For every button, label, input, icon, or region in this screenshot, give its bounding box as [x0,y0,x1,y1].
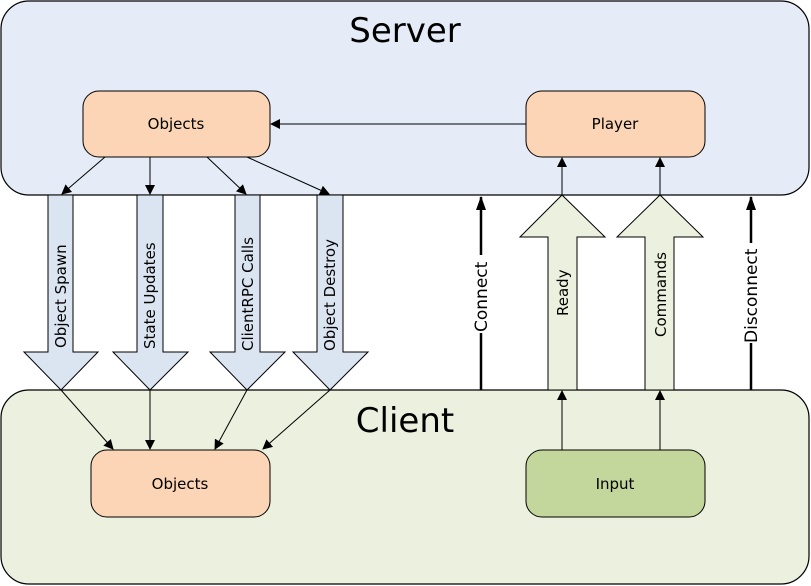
client-region [0,389,810,585]
client-objects-node [90,449,271,518]
server-fanout-connectors [61,156,330,195]
commands-label: Commands [652,252,670,337]
up-connectors [557,157,665,450]
ready-arrow [518,194,607,391]
ready-label: Ready [554,269,572,316]
connect-label: Connect [472,261,492,332]
object-destroy-arrow [291,194,370,391]
commands-arrow [615,194,705,391]
client-title: Client [356,401,454,441]
server-objects-label: Objects [148,115,205,133]
state-updates-label: State Updates [141,242,159,349]
clientrpc-calls-label: ClientRPC Calls [239,237,257,351]
state-updates-arrow [111,194,190,391]
down-arrows [22,194,370,391]
object-destroy-label: Object Destroy [321,239,339,351]
up-arrows [518,194,705,391]
input-label: Input [596,475,635,493]
object-spawn-label: Object Spawn [52,244,70,348]
client-fanin-connectors [60,389,331,450]
disconnect-label: Disconnect [742,248,762,343]
input-node [525,449,706,518]
clientrpc-calls-arrow [208,194,287,391]
server-title: Server [349,11,461,51]
player-label: Player [592,115,640,133]
client-objects-label: Objects [152,475,209,493]
object-spawn-arrow [22,194,100,391]
